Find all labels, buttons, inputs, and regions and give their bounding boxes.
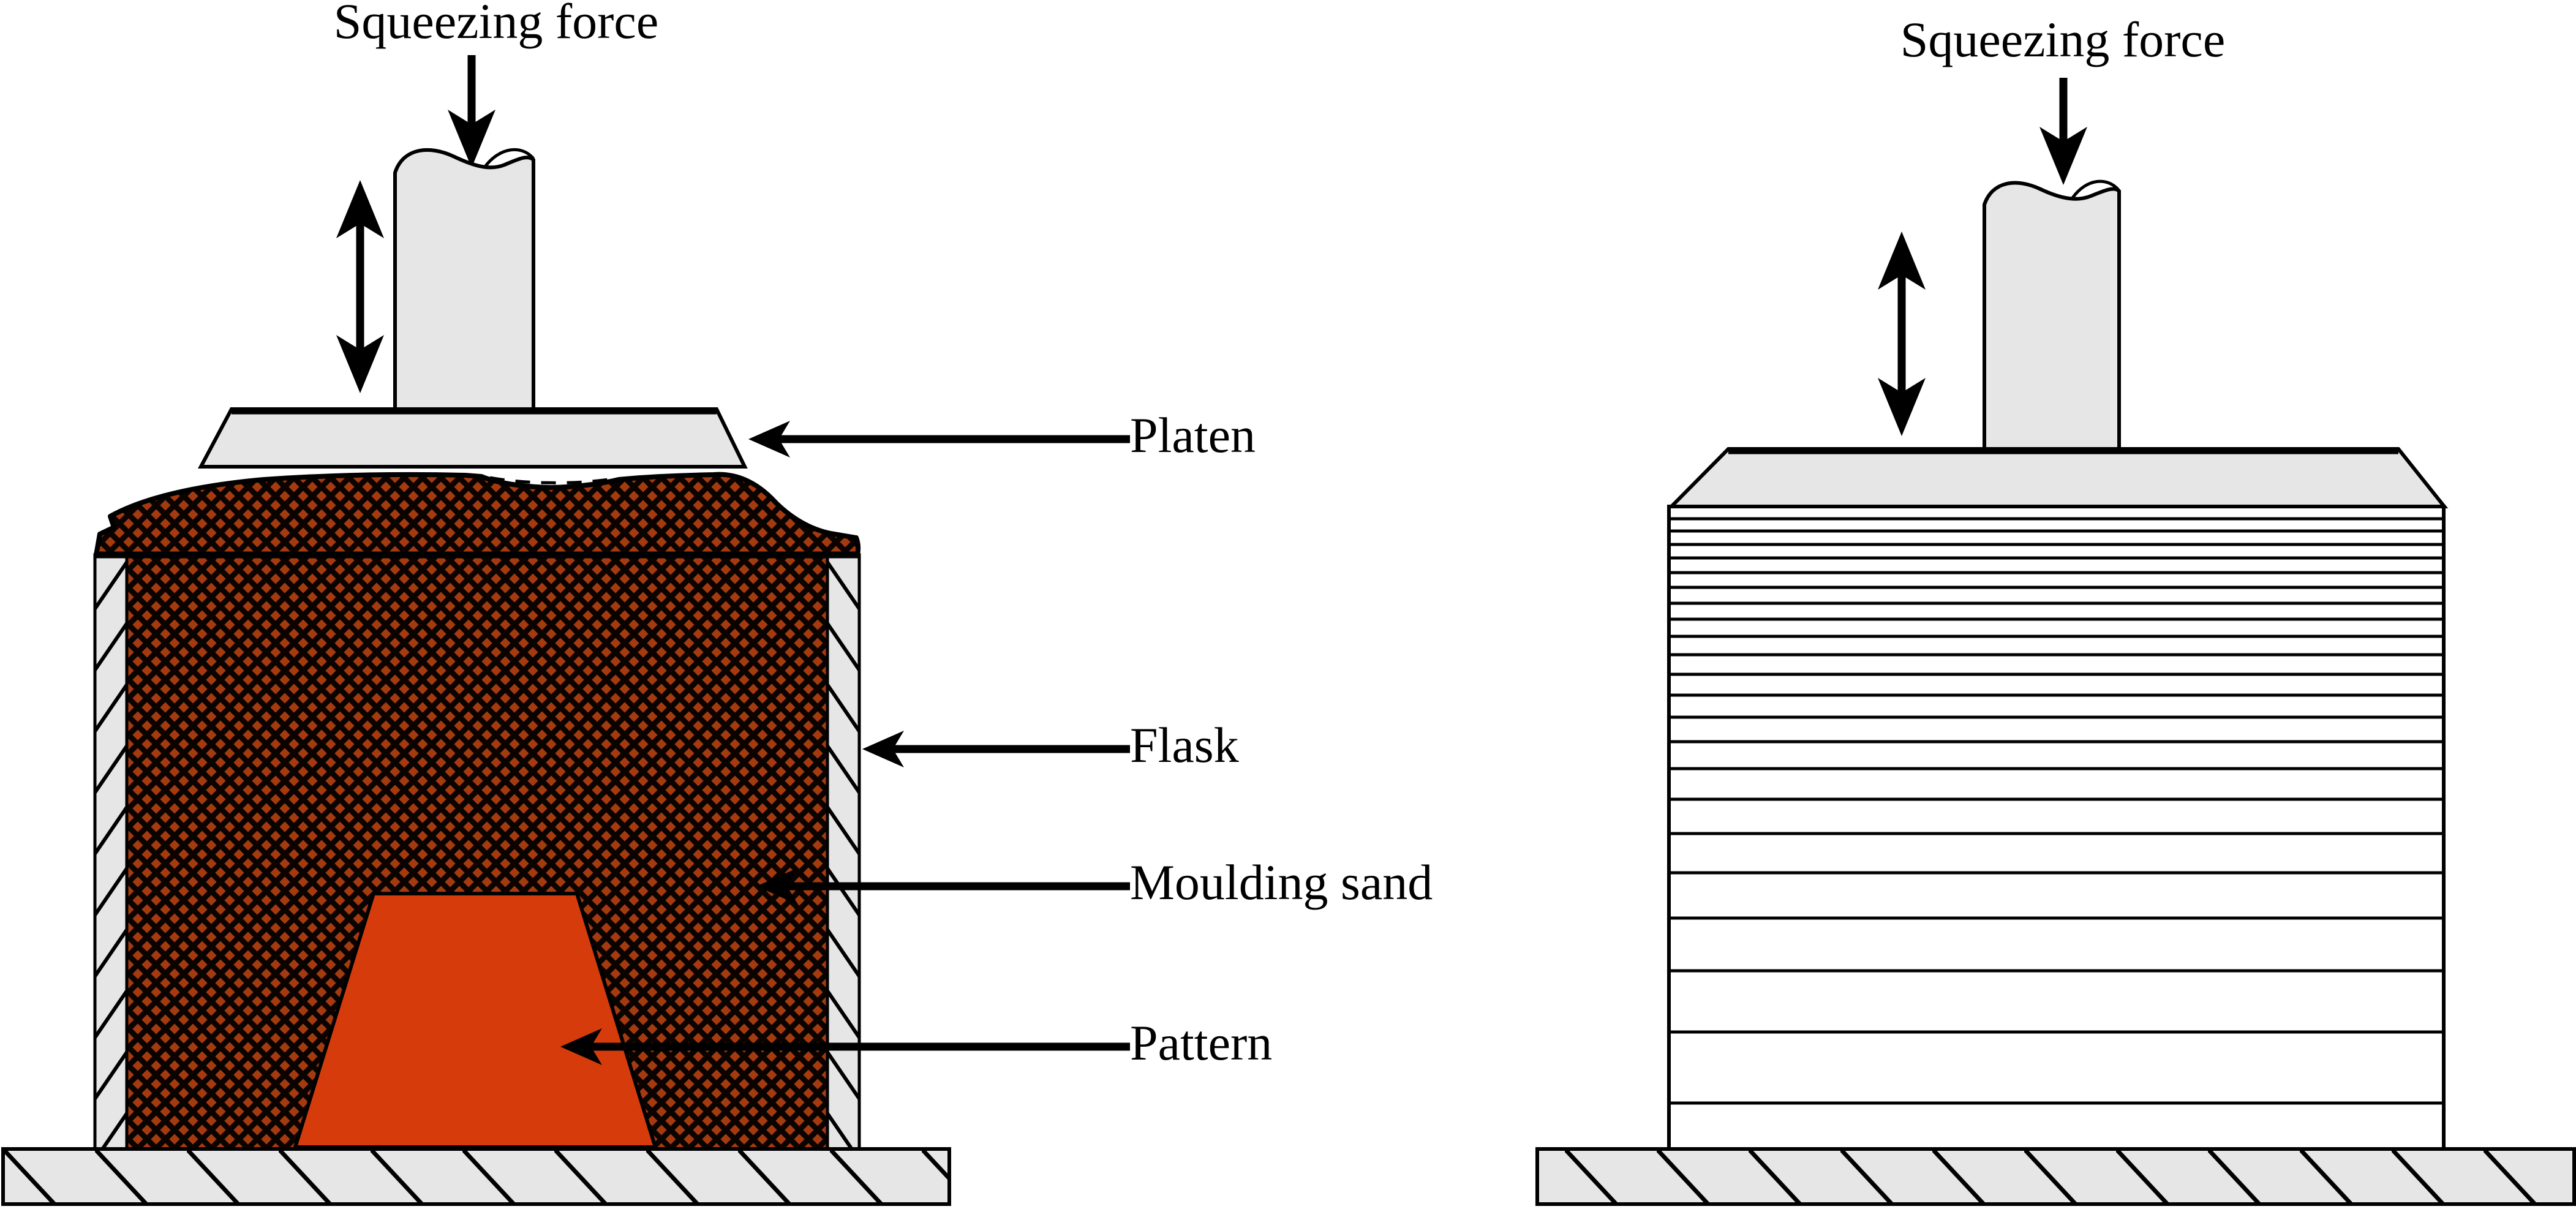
ram-stroke-double-arrow-left [336,180,384,393]
ram-piston-right [1983,181,2121,451]
callout-flask: Flask [862,717,1239,773]
base-plate-right [1535,1147,2576,1206]
flask-right-wall [826,553,861,1151]
ram-piston-left [393,148,535,412]
arrow-head-down-icon [448,110,495,168]
squeezing-force-arrow-left [448,55,495,168]
callout-label-moulding-sand: Moulding sand [1130,854,1433,910]
arrow-head-left-icon [560,1028,602,1065]
arrow-head-left-icon [756,868,798,905]
arrow-head-down-icon [336,335,384,393]
platen-left [198,407,748,469]
left-panel: Squeezing force [1,0,1433,1206]
compaction-layers [1669,517,2444,1105]
base-plate-left [1,1147,951,1206]
callout-label-flask: Flask [1130,717,1239,773]
arrow-head-left-icon [748,421,790,458]
sand-heap [94,472,861,557]
squeezing-force-label-right: Squeezing force [1900,12,2225,67]
right-panel: Squeezing force [1535,12,2576,1206]
arrow-head-down-icon [2039,127,2087,185]
callout-label-pattern: Pattern [1130,1015,1272,1071]
piston-break-curl [484,148,535,168]
platen-shape [1666,447,2449,508]
callout-pattern: Pattern [560,1015,1272,1071]
platen-right [1666,447,2449,508]
squeezing-force-arrow-right [2039,78,2087,185]
callout-label-platen: Platen [1130,407,1256,463]
arrow-head-left-icon [862,731,904,767]
arrow-head-up-icon [1878,232,1926,290]
platen-shape [198,407,748,469]
callout-platen: Platen [748,407,1256,463]
callout-moulding-sand: Moulding sand [756,854,1433,910]
flask-left-wall [93,553,129,1151]
arrow-head-up-icon [336,180,384,238]
ram-stroke-double-arrow-right [1878,232,1926,436]
sand-release-dashes [489,476,617,484]
piston-break-curl [2071,179,2120,199]
squeezing-force-label-left: Squeezing force [334,0,658,49]
arrow-head-down-icon [1878,378,1926,436]
